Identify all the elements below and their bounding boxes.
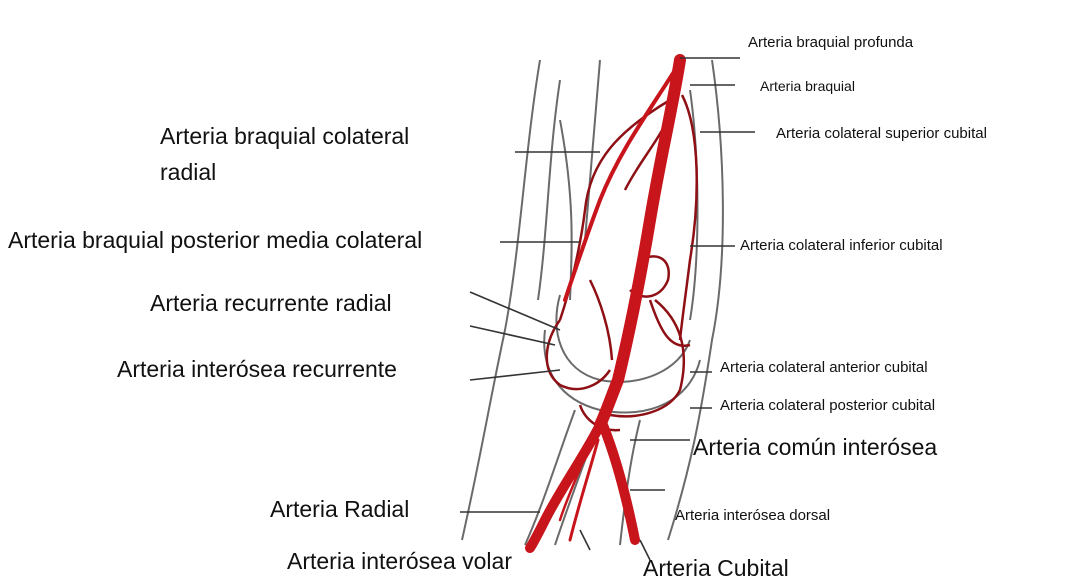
radial-artery <box>530 425 600 548</box>
label-cubital: Arteria Cubital <box>643 555 789 583</box>
label-recurrente-radial: Arteria recurrente radial <box>150 290 392 318</box>
label-braquial: Arteria braquial <box>760 78 855 95</box>
label-interosea-recurrente: Arteria interósea recurrente <box>117 356 397 384</box>
label-braquial-colateral-radial: Arteria braquial colateral radial <box>160 118 460 190</box>
label-braquial-posterior-media-colateral: Arteria braquial posterior media colater… <box>8 227 422 255</box>
brachial-artery <box>600 60 680 425</box>
label-colateral-inferior-cubital: Arteria colateral inferior cubital <box>740 237 943 255</box>
label-braquial-profunda: Arteria braquial profunda <box>748 34 913 52</box>
label-interosea-volar: Arteria interósea volar <box>287 548 512 576</box>
label-colateral-anterior-cubital: Arteria colateral anterior cubital <box>720 359 928 377</box>
label-interosea-dorsal: Arteria interósea dorsal <box>675 507 830 525</box>
leader-lines <box>460 58 755 560</box>
label-colateral-superior-cubital: Arteria colateral superior cubital <box>776 125 987 143</box>
label-radial: Arteria Radial <box>270 496 409 524</box>
label-comun-interosea: Arteria común interósea <box>693 434 937 462</box>
ulnar-artery <box>603 425 635 540</box>
label-colateral-posterior-cubital: Arteria colateral posterior cubital <box>720 397 935 415</box>
